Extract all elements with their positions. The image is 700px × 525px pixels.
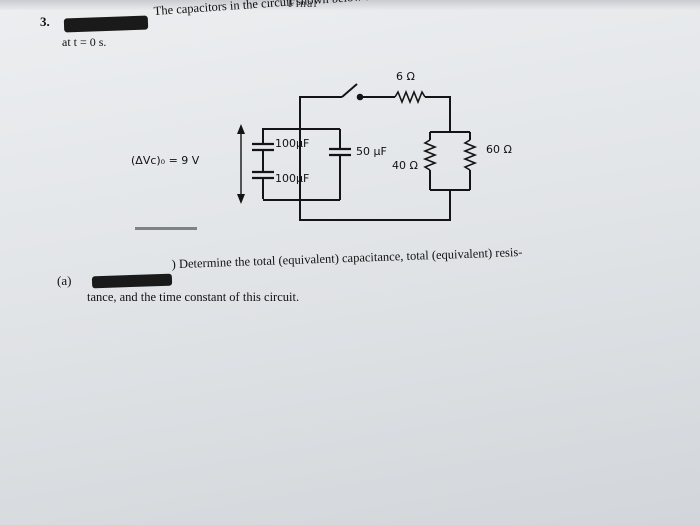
resistor-60ohm <box>462 139 478 171</box>
copyright-smudge <box>135 227 197 230</box>
top-left-wire <box>299 96 342 129</box>
voltage-arrow-down <box>237 194 245 204</box>
top-edge-strip <box>0 0 700 10</box>
capacitor-bottom-label: 100μF <box>275 172 310 185</box>
resistor-right-label: 60 Ω <box>486 143 512 156</box>
resistor-top-label: 6 Ω <box>396 70 415 83</box>
resistor-mid-label: 40 Ω <box>392 159 418 172</box>
time-condition: at t = 0 s. <box>62 35 107 49</box>
header-title: Final <box>288 0 318 10</box>
initial-voltage-label: (ΔVc)₀ = 9 V <box>131 154 200 167</box>
bottom-return-wire <box>299 190 451 221</box>
resistor-6ohm <box>394 89 426 105</box>
voltage-arrow-up <box>237 124 245 134</box>
capacitor-top-label: 100μF <box>275 137 310 150</box>
part-a-line2: tance, and the time constant of this cir… <box>87 290 300 304</box>
part-a-letter: (a) <box>57 273 72 288</box>
capacitor-mid-label: 50 μF <box>356 145 387 158</box>
question-number: 3. <box>40 14 50 29</box>
resistor-40ohm <box>422 139 438 171</box>
top-right-wire <box>425 96 451 132</box>
switch-blade <box>341 83 358 98</box>
